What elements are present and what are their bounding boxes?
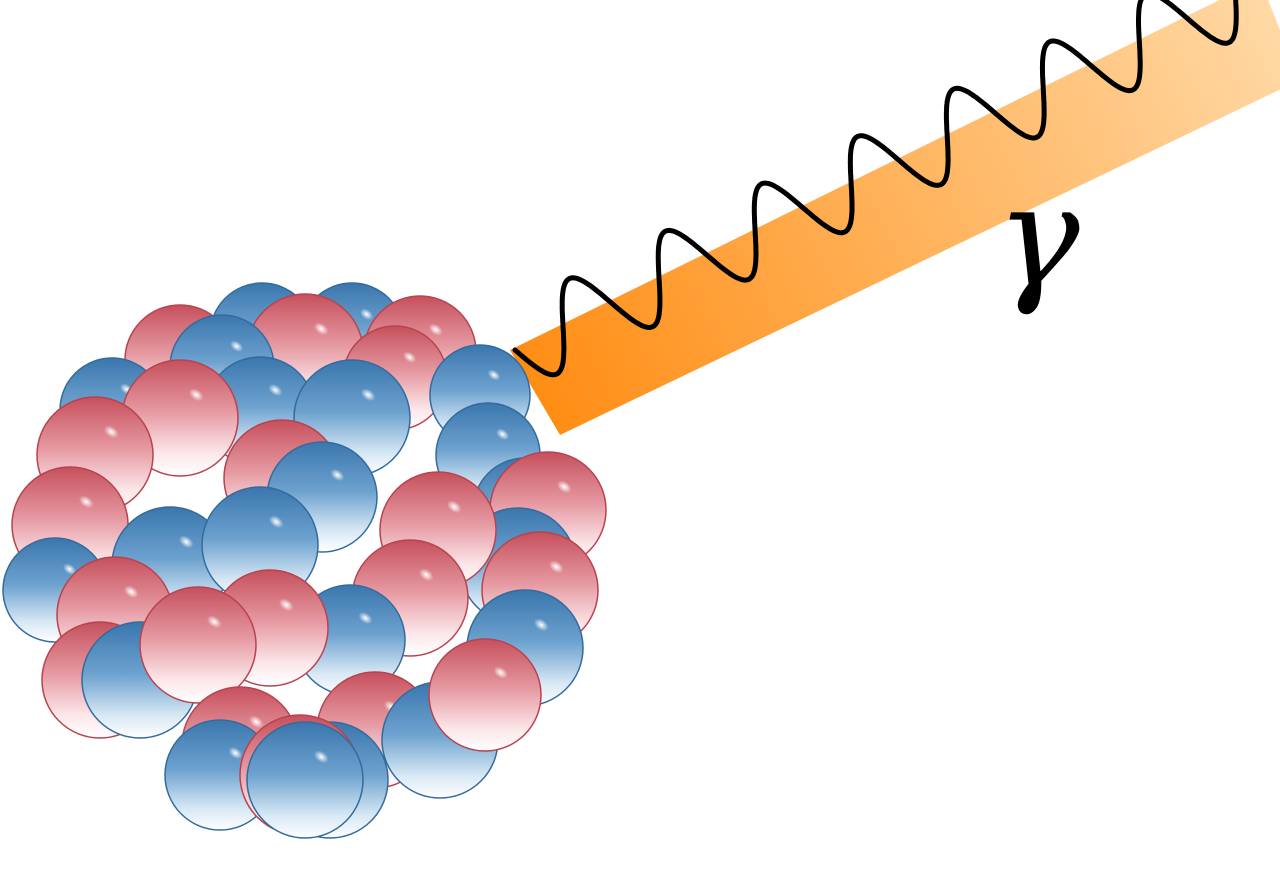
proton-sphere bbox=[139, 586, 257, 704]
nucleus bbox=[2, 282, 607, 839]
gamma-symbol: γ bbox=[996, 156, 1080, 319]
neutron-sphere bbox=[246, 721, 364, 839]
proton-sphere bbox=[428, 638, 542, 752]
gamma-beam bbox=[510, 0, 1280, 435]
gamma-wave bbox=[512, 0, 1239, 378]
